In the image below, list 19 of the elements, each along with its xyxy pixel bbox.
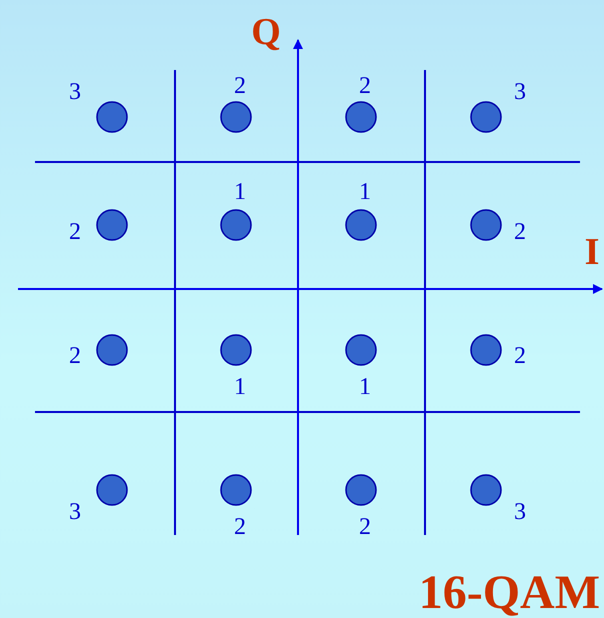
- point-label: 3: [514, 500, 526, 524]
- point-label: 1: [359, 375, 371, 399]
- point-label: 1: [234, 180, 246, 204]
- point-label: 2: [514, 344, 526, 368]
- point-label: 1: [359, 180, 371, 204]
- point-label: 2: [359, 515, 371, 539]
- point-label: 1: [234, 375, 246, 399]
- axis-label: Q: [251, 13, 281, 51]
- point-label: 2: [234, 74, 246, 98]
- point-label: 2: [69, 344, 81, 368]
- point-label: 2: [359, 74, 371, 98]
- axis-label: I: [584, 233, 600, 271]
- point-label: 3: [69, 80, 81, 104]
- diagram-title: 16-QAM: [418, 567, 600, 618]
- point-label: 2: [234, 515, 246, 539]
- point-label: 3: [69, 500, 81, 524]
- point-label: 2: [69, 220, 81, 244]
- point-label: 2: [514, 220, 526, 244]
- point-label: 3: [514, 80, 526, 104]
